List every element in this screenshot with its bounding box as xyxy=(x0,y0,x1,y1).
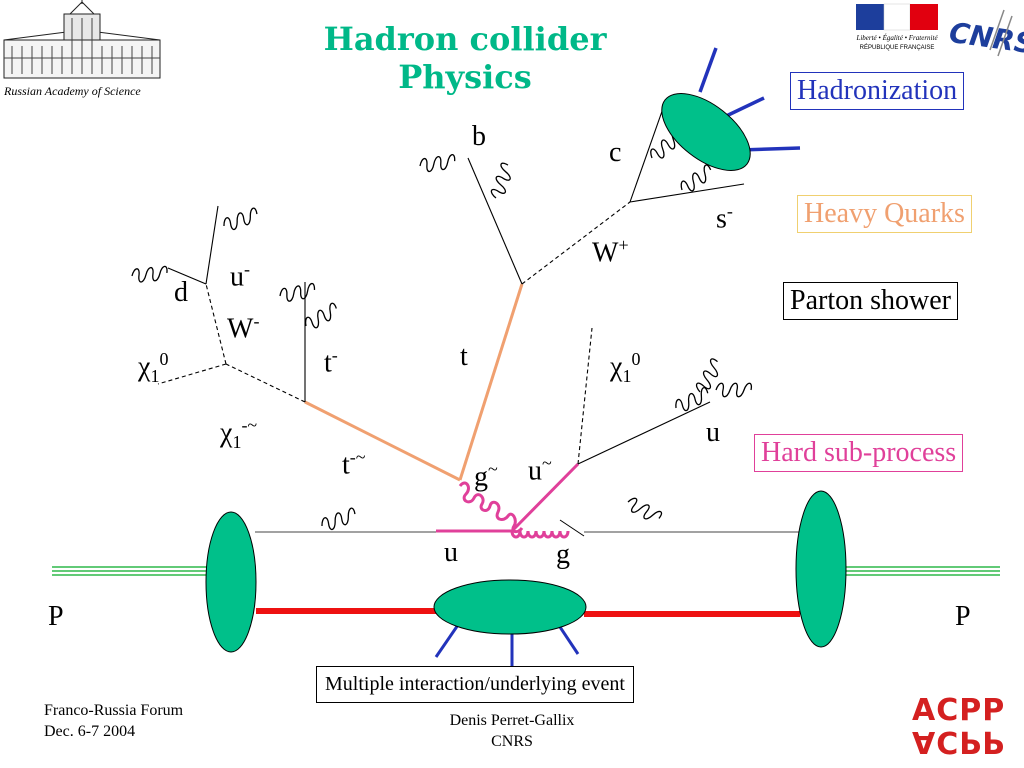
underlying-event-label: Multiple interaction/underlying event xyxy=(316,666,634,703)
left-cascade-lines xyxy=(157,205,306,403)
isr-gluon-right xyxy=(624,495,664,526)
rf-logo-name: RÉPUBLIQUE FRANÇAISE xyxy=(860,44,935,51)
hadronization-blob xyxy=(661,93,751,171)
footer-forum-name: Franco-Russia Forum xyxy=(44,702,184,719)
legend-heavy-quarks: Heavy Quarks xyxy=(797,195,972,233)
label-proton-left: P xyxy=(48,601,64,632)
label-w-minus: W- xyxy=(227,311,260,345)
legend-hard-subprocess: Hard sub-process xyxy=(754,434,964,472)
label-squark: u~ xyxy=(528,453,552,487)
incoming-gluon-line xyxy=(559,519,585,537)
beam-green-left xyxy=(52,566,208,576)
label-stop: t-~ xyxy=(342,447,366,481)
acpp-logo: ACPP ACPP xyxy=(912,693,1006,760)
svg-text:CNRS: CNRS xyxy=(947,16,1024,61)
label-chi-right: χ10 xyxy=(610,349,641,386)
cnrs-logo: CNRS xyxy=(947,9,1024,61)
label-proton-right: P xyxy=(955,601,971,632)
underlying-event-sprays xyxy=(434,621,580,668)
footer-author-name: Denis Perret-Gallix xyxy=(449,712,575,729)
label-g-in: g xyxy=(556,539,570,570)
heavy-quark-lines xyxy=(304,283,524,482)
fsr-gluon-u-2 xyxy=(693,357,725,397)
label-u-minus: u- xyxy=(230,259,250,293)
legend-hadronization: Hadronization xyxy=(790,72,965,110)
fsr-gluon-s xyxy=(677,163,716,197)
label-chi-left: χ10 xyxy=(138,349,169,386)
label-chargino: χ1-~ xyxy=(220,415,258,452)
beam-green-right xyxy=(846,566,1000,576)
fsr-gluon-t-minus-2 xyxy=(301,301,341,333)
title-line-2: Physics xyxy=(398,58,532,96)
label-b: b xyxy=(472,121,486,152)
rf-logo-motto: Liberté • Égalité • Fraternité xyxy=(855,34,938,42)
fsr-gluon-b-1 xyxy=(418,153,457,174)
proton-right-blob xyxy=(795,490,847,648)
fsr-gluon-t-minus-1 xyxy=(278,282,317,304)
label-t: t xyxy=(460,341,468,372)
proton-left-blob xyxy=(205,511,257,653)
footer-author: Denis Perret-Gallix CNRS xyxy=(412,710,612,752)
hard-process-lines xyxy=(436,462,580,539)
label-u-out: u xyxy=(706,417,720,448)
fsr-gluon-u-3 xyxy=(715,382,753,398)
fsr-gluon-b-2 xyxy=(489,161,516,201)
title-line-1: Hadron collider xyxy=(323,20,607,58)
footer-forum: Franco-Russia Forum Dec. 6-7 2004 xyxy=(44,700,183,742)
right-cascade-lines xyxy=(577,327,711,465)
label-d: d xyxy=(174,277,188,308)
legend-parton-shower: Parton shower xyxy=(783,282,958,320)
label-gluino: g~ xyxy=(474,459,498,493)
fsr-gluon-u-minus xyxy=(221,206,261,233)
footer-forum-date: Dec. 6-7 2004 xyxy=(44,723,136,740)
label-w-plus: W+ xyxy=(592,235,629,269)
footer-author-org: CNRS xyxy=(491,733,533,750)
label-c: c xyxy=(609,137,622,168)
isr-gluon-left xyxy=(319,506,359,533)
republique-francaise-logo: Liberté • Égalité • Fraternité RÉPUBLIQU… xyxy=(855,3,938,51)
academy-logo-caption: Russian Academy of Science xyxy=(4,84,141,98)
page-title: Hadron collider Physics xyxy=(280,20,650,96)
underlying-event-blob xyxy=(433,579,587,635)
label-u-in: u xyxy=(444,537,458,568)
fsr-gluon-d xyxy=(130,265,169,284)
label-s-bar: s- xyxy=(716,201,733,235)
label-t-minus: t- xyxy=(324,345,338,379)
russian-academy-logo xyxy=(3,0,161,79)
top-decay-lines xyxy=(467,99,745,285)
